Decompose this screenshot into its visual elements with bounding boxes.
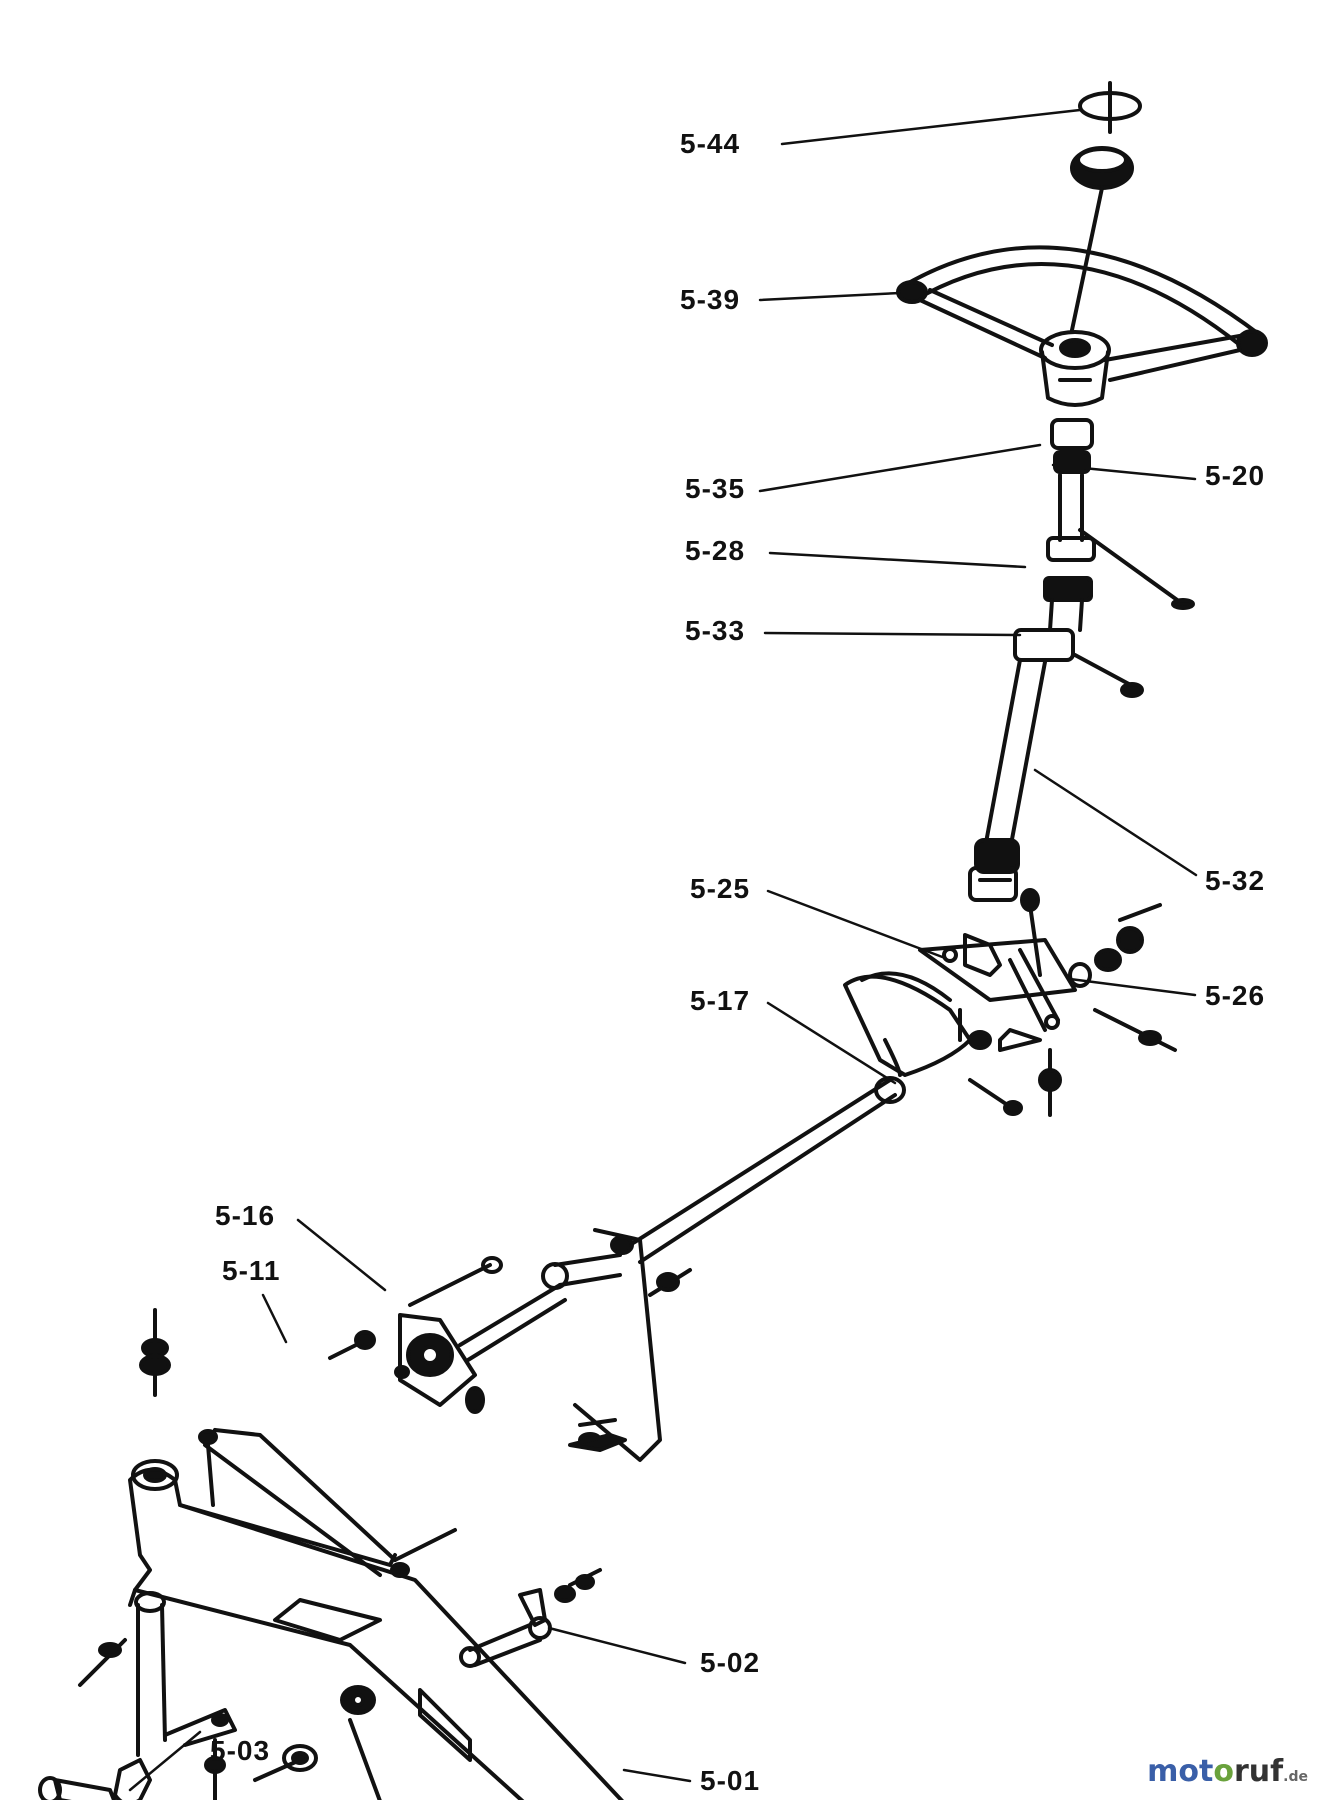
label-5-33: 5-33 [685,615,746,646]
label-5-03: 5-03 [210,1735,271,1766]
steering-shaft [968,658,1047,902]
watermark-suffix: .de [1283,1769,1308,1785]
leader-lines [128,108,1198,1792]
watermark-part1: mot [1147,1754,1214,1789]
label-5-35: 5-35 [685,473,746,504]
label-5-02: 5-02 [700,1647,761,1678]
sector-gear-assembly [843,888,1177,1117]
brand-watermark: motoruf.de [1147,1754,1308,1789]
column-pins [1073,528,1195,698]
column-collars [1013,418,1096,662]
watermark-part3: ruf [1233,1754,1284,1789]
label-5-44: 5-44 [680,128,741,159]
drag-link [628,1076,906,1264]
label-5-39: 5-39 [680,284,741,315]
pivot-plate [541,1228,692,1462]
steering-wheel [896,245,1268,407]
tie-rod-and-bolt [328,1256,567,1414]
label-5-11: 5-11 [222,1255,281,1286]
watermark-part2: o [1213,1754,1234,1789]
label-5-16: 5-16 [215,1200,276,1231]
label-5-20: 5-20 [1205,460,1266,491]
label-5-32: 5-32 [1205,865,1266,896]
label-5-26: 5-26 [1205,980,1266,1011]
right-spindle [459,1568,602,1668]
steering-cap [1070,81,1142,332]
label-5-17: 5-17 [690,985,751,1016]
label-5-01: 5-01 [700,1765,761,1796]
label-5-25: 5-25 [690,873,751,904]
front-axle [128,1428,629,1805]
label-5-28: 5-28 [685,535,746,566]
left-spindle [38,1308,318,1805]
